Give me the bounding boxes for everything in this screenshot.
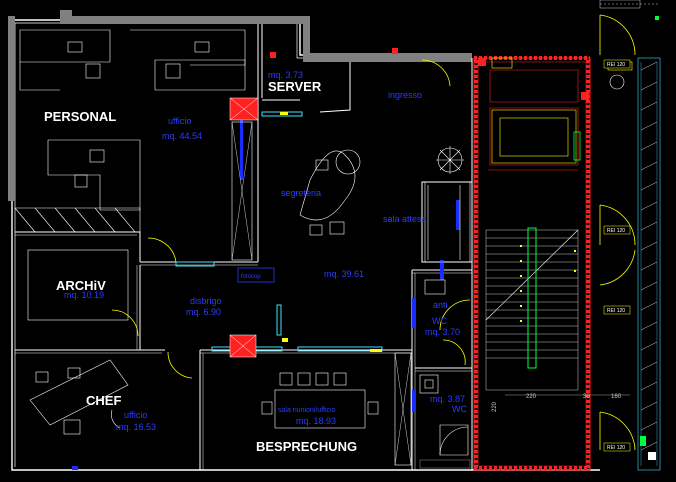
elevator-door xyxy=(573,131,581,161)
room-name-archiv: ARCHiV xyxy=(56,278,106,293)
room-use-besprechung: sala riunioni/ufficio xyxy=(278,407,336,414)
grey-wall xyxy=(8,10,472,201)
staircase xyxy=(485,229,579,391)
room-name-wc2: WC xyxy=(452,404,467,414)
door-tag-2: REI 120 xyxy=(607,228,625,234)
room-area-archiv: mq. 10.19 xyxy=(64,290,104,300)
room-name-server: SERVER xyxy=(268,79,322,94)
room-area-wc1: mq. 3.70 xyxy=(425,327,460,337)
room-name-segreteria: segreteria xyxy=(281,188,321,198)
doors xyxy=(111,14,636,451)
elevator-cabin xyxy=(499,117,569,157)
room-area-personal: mq. 44.54 xyxy=(162,131,202,141)
interior-walls xyxy=(15,24,473,470)
room-labels: PERSONAL ufficio mq. 44.54 SERVER mq. 3.… xyxy=(44,70,467,454)
room-name-anti: anti xyxy=(433,300,448,310)
stair-core xyxy=(473,56,591,471)
door-tag-4: REI 120 xyxy=(607,445,625,451)
room-name-besprechung: BESPRECHUNG xyxy=(256,439,357,454)
room-name-chef: CHEF xyxy=(86,393,121,408)
door-tag-1: REI 120 xyxy=(607,62,625,68)
room-area-chef: mq. 16.53 xyxy=(116,422,156,432)
room-area-besprechung: mq. 18.93 xyxy=(296,416,336,426)
room-area-server: mq. 3.73 xyxy=(268,70,303,80)
room-use-personal: ufficio xyxy=(168,116,191,126)
furniture xyxy=(14,29,471,456)
door-rating-tags: REI 120 REI 120 REI 120 REI 120 xyxy=(603,59,631,452)
room-name-personal: PERSONAL xyxy=(44,109,116,124)
facade-hatch xyxy=(599,0,661,471)
room-area-wc2: mq. 3.87 xyxy=(430,394,465,404)
room-use-chef: ufficio xyxy=(124,410,147,420)
misc-details xyxy=(72,16,659,470)
dimension-labels: 220 30 160 220 xyxy=(492,394,630,412)
dimension-2: 30 xyxy=(583,394,590,400)
dimension-1: 220 xyxy=(526,394,537,400)
elevator-shaft xyxy=(491,109,577,164)
room-name-disimpegno: disbrigo xyxy=(190,296,222,306)
room-name-sala-attesa: sala attesa xyxy=(383,214,427,224)
stair-rail xyxy=(527,227,537,369)
room-name-ingresso: ingresso xyxy=(388,90,422,100)
room-area-disimpegno: mq. 6.90 xyxy=(186,307,221,317)
room-name-fotocopy: fotocop xyxy=(241,274,261,280)
dimension-4: 220 xyxy=(492,401,498,412)
door-leaves xyxy=(240,112,460,412)
dimension-3: 160 xyxy=(611,394,622,400)
columns xyxy=(229,48,589,466)
room-name-wc1: WC xyxy=(432,316,447,326)
stair-arrows xyxy=(520,245,576,322)
room-area-main: mq. 39.61 xyxy=(324,269,364,279)
door-tag-3: REI 120 xyxy=(607,308,625,314)
